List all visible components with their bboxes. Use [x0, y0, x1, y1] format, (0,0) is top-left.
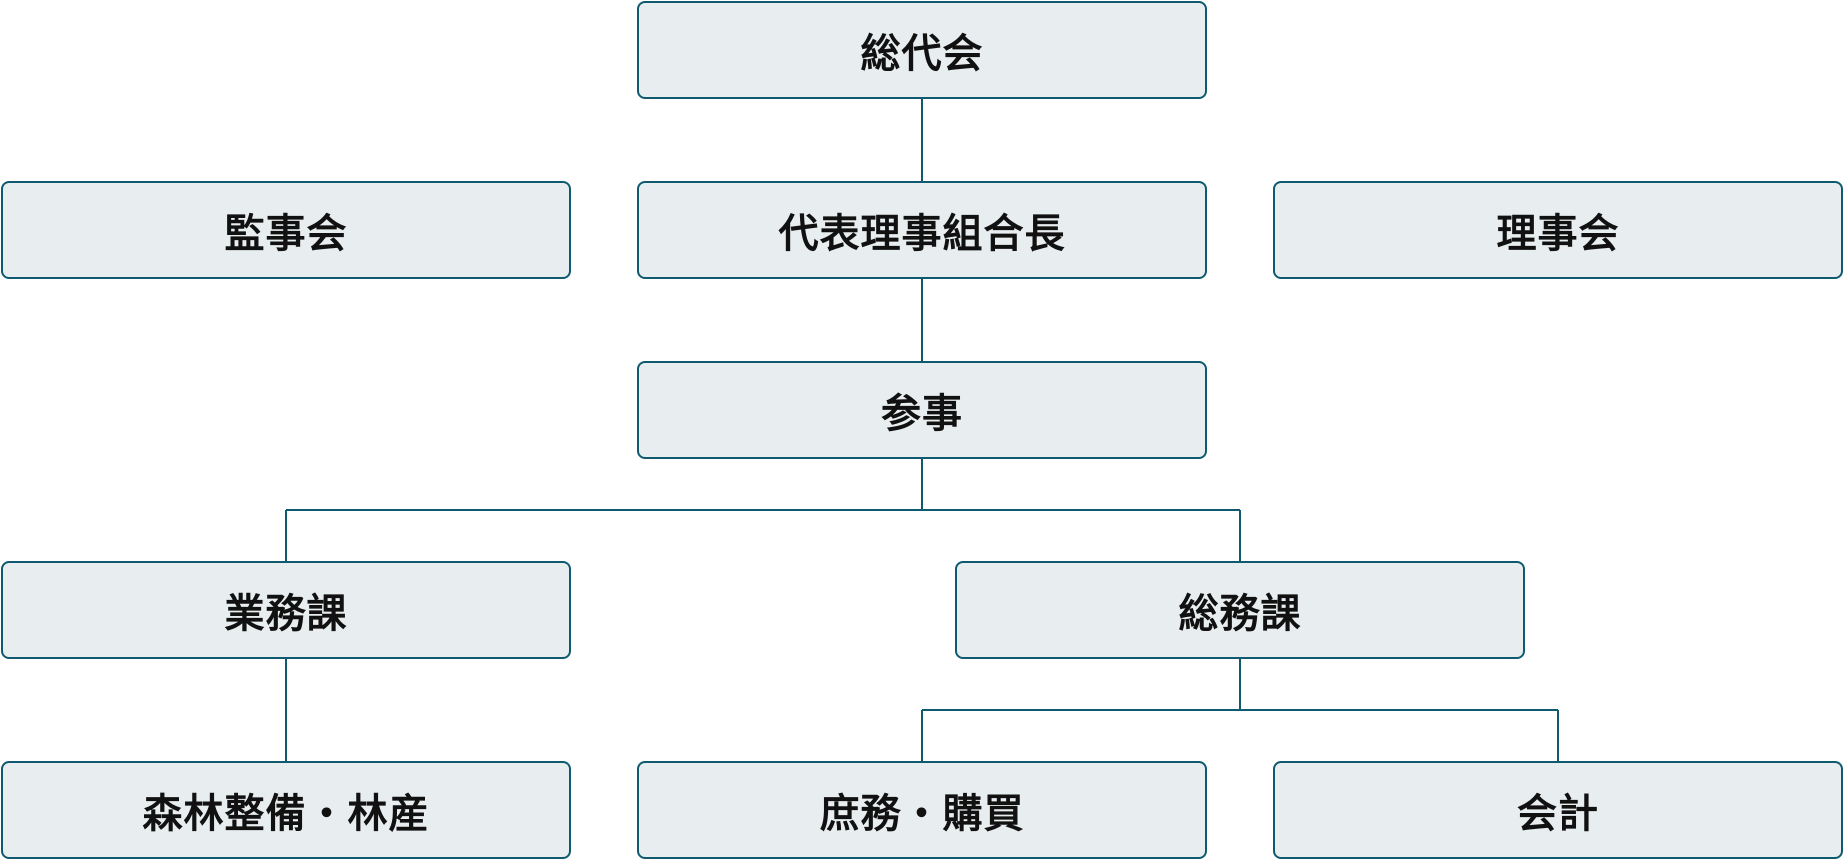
node-operations-section: 業務課 — [1, 561, 571, 659]
node-representative-director: 代表理事組合長 — [637, 181, 1207, 279]
node-board-of-directors: 理事会 — [1273, 181, 1843, 279]
node-general-assembly: 総代会 — [637, 1, 1207, 99]
node-accounting: 会計 — [1273, 761, 1843, 859]
node-forest-maintenance: 森林整備・林産 — [1, 761, 571, 859]
node-clerical-purchasing: 庶務・購買 — [637, 761, 1207, 859]
node-councilor: 参事 — [637, 361, 1207, 459]
node-general-affairs-section: 総務課 — [955, 561, 1525, 659]
node-auditors: 監事会 — [1, 181, 571, 279]
